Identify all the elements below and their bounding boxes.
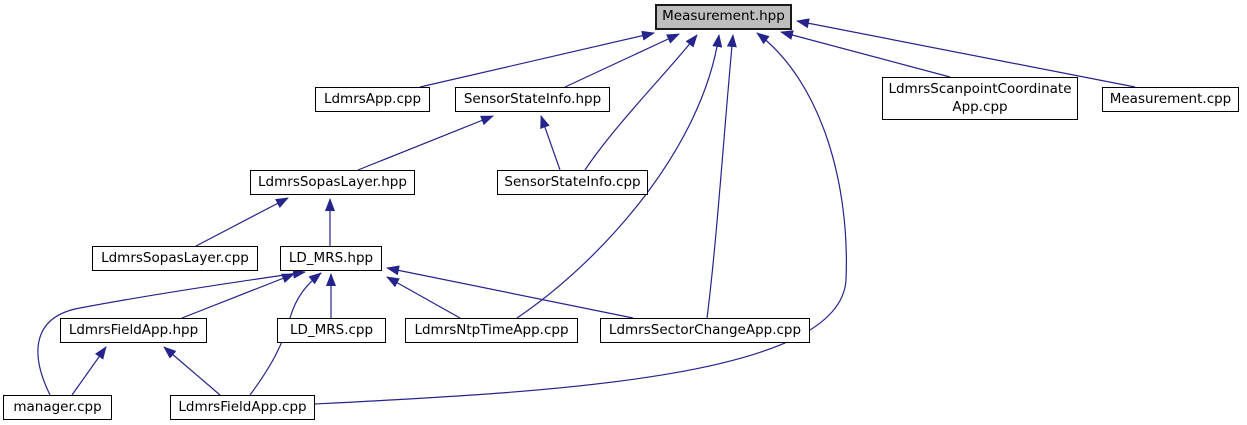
edge-ldmrsntptimeapp-cpp--measurement-hpp <box>516 34 723 319</box>
node-label: LdmrsSectorChangeApp.cpp <box>608 321 802 338</box>
edge-ldmrssopaslayer-cpp--ldmrssopaslayer-hpp <box>195 197 289 247</box>
node-label: SensorStateInfo.hpp <box>463 90 602 107</box>
edge-ldmrssectorchangeapp-cpp--ld-mrs-hpp <box>386 265 634 319</box>
node-label: SensorStateInfo.cpp <box>504 173 641 190</box>
edge-sensorstateinfo-hpp--measurement-hpp <box>564 33 680 88</box>
edge-ldmrsntptimeapp-cpp--ld-mrs-hpp <box>386 276 461 319</box>
node-ldmrsfieldapp-cpp[interactable]: LdmrsFieldApp.cpp <box>170 395 315 420</box>
edge-ldmrsfieldapp-cpp--ldmrsfieldapp-hpp <box>163 346 221 396</box>
edge-ldmrsfieldapp-hpp--ld-mrs-hpp <box>181 273 295 319</box>
node-ldmrsntptimeapp-cpp[interactable]: LdmrsNtpTimeApp.cpp <box>405 318 578 343</box>
node-label: LdmrsSopasLayer.cpp <box>101 249 249 266</box>
node-manager-cpp[interactable]: manager.cpp <box>3 395 112 420</box>
node-label: LdmrsScanpointCoordinate App.cpp <box>888 80 1072 115</box>
edge-sensorstateinfo-cpp--measurement-hpp <box>584 34 698 171</box>
edge-ldmrssopaslayer-hpp--sensorstateinfo-hpp <box>357 115 494 171</box>
node-measurement-cpp[interactable]: Measurement.cpp <box>1102 87 1239 112</box>
node-label: Measurement.cpp <box>1109 90 1232 107</box>
edge-manager-cpp--ld-mrs-hpp <box>37 268 306 396</box>
node-ldmrssectorchangeapp-cpp[interactable]: LdmrsSectorChangeApp.cpp <box>600 318 810 343</box>
node-label: Measurement.hpp <box>662 8 785 25</box>
edge-sensorstateinfo-cpp--sensorstateinfo-hpp <box>540 115 561 171</box>
node-label: LdmrsApp.cpp <box>323 90 422 107</box>
node-label: LdmrsSopasLayer.hpp <box>258 173 407 190</box>
node-ldmrsscanpointcoordinateapp-cpp[interactable]: LdmrsScanpointCoordinate App.cpp <box>882 77 1078 120</box>
node-ld-mrs-hpp[interactable]: LD_MRS.hpp <box>280 246 382 271</box>
edge-ldmrsscanpointcoordinateapp-cpp--measurement-hpp <box>780 30 951 78</box>
node-ldmrssopaslayer-hpp[interactable]: LdmrsSopasLayer.hpp <box>250 170 415 195</box>
edge-manager-cpp--ldmrsfieldapp-hpp <box>71 346 107 396</box>
node-sensorstateinfo-cpp[interactable]: SensorStateInfo.cpp <box>497 170 648 195</box>
edge-measurement-cpp--measurement-hpp <box>796 18 1136 88</box>
node-label: manager.cpp <box>13 398 102 415</box>
node-ldmrsapp-cpp[interactable]: LdmrsApp.cpp <box>315 87 430 112</box>
node-measurement-hpp[interactable]: Measurement.hpp <box>655 4 792 30</box>
node-label: LdmrsNtpTimeApp.cpp <box>414 321 569 338</box>
node-label: LD_MRS.hpp <box>288 249 374 266</box>
edge-ldmrssectorchangeapp-cpp--measurement-hpp <box>706 34 737 319</box>
edge-ldmrsapp-cpp--measurement-hpp <box>419 30 655 88</box>
node-ldmrsfieldapp-hpp[interactable]: LdmrsFieldApp.hpp <box>60 318 207 343</box>
node-sensorstateinfo-hpp[interactable]: SensorStateInfo.hpp <box>455 87 610 112</box>
node-ldmrssopaslayer-cpp[interactable]: LdmrsSopasLayer.cpp <box>92 246 258 271</box>
node-ld-mrs-cpp[interactable]: LD_MRS.cpp <box>277 318 386 343</box>
node-label: LdmrsFieldApp.cpp <box>178 398 307 415</box>
node-label: LD_MRS.cpp <box>289 321 374 338</box>
node-label: LdmrsFieldApp.hpp <box>68 321 199 338</box>
edge-ldmrsfieldapp-cpp--measurement-hpp <box>314 32 847 405</box>
